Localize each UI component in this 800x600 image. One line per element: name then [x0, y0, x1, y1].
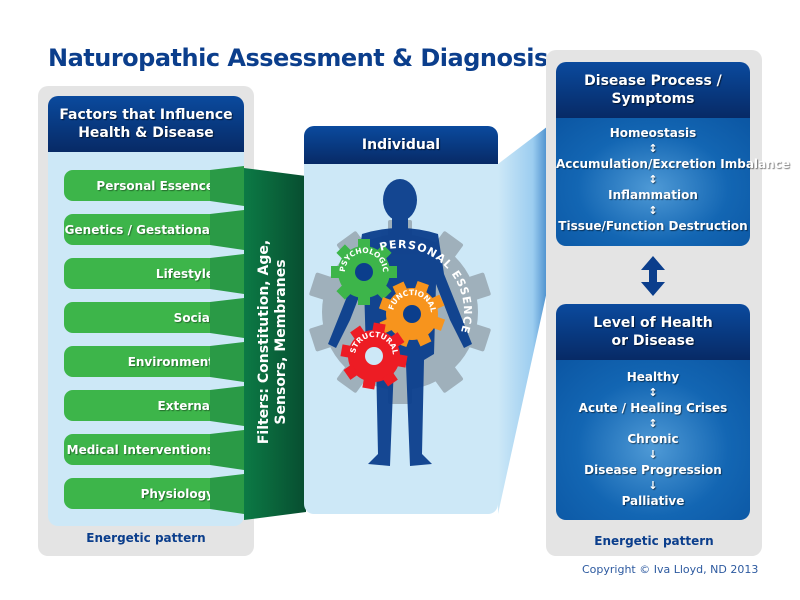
factor-connector: [210, 430, 244, 470]
filters-label: Filters: Constitution, Age, Sensors, Mem…: [246, 172, 300, 512]
health-level-header: Level of Health or Disease: [556, 304, 750, 360]
stage-label: Palliative: [621, 494, 685, 508]
health-level-body: Healthy ↕ Acute / Healing Crises ↕ Chronic ↓ D…: [556, 360, 750, 520]
factor-connector: [210, 254, 244, 294]
structural-gear: [340, 322, 408, 390]
factor-label: Environment: [127, 354, 214, 369]
filters-band: [244, 168, 306, 520]
filters-line-1: Filters: Constitution, Age,: [256, 239, 272, 445]
human-figure-icon: [328, 179, 472, 466]
down-arrow-icon: ↓: [648, 479, 658, 492]
factor-label: Physiology: [140, 486, 214, 501]
up-down-arrow-icon: ↕: [648, 173, 658, 186]
individual-header-label: Individual: [361, 137, 441, 153]
stage-label: Homeostasis: [609, 126, 697, 140]
factors-header-line-1: Factors that Influence: [59, 107, 233, 123]
right-energetic-pattern: Energetic pattern: [594, 534, 714, 548]
factor-connector: [210, 298, 244, 338]
up-down-arrow-icon: ↕: [648, 204, 658, 217]
stage-label: Tissue/Function Destruction: [558, 219, 748, 233]
svg-text:PSYCHOLOGICAL: PSYCHOLOGICAL: [304, 164, 390, 273]
factor-connector: [210, 386, 244, 426]
factor-connector: [210, 166, 244, 206]
individual-panel-header: Individual: [304, 126, 498, 164]
disease-process-body: Homeostasis ↕ Accumulation/Excretion Imbal…: [556, 118, 790, 246]
stage-label: Disease Progression: [584, 463, 722, 477]
psychological-gear: [331, 239, 397, 305]
factor-label: Personal Essence: [96, 178, 214, 193]
disease-header-line-1: Disease Process /: [584, 73, 722, 89]
down-arrow-icon: ↓: [648, 448, 658, 461]
factors-panel-header: Factors that Influence Health & Disease: [48, 96, 244, 152]
stage-label: Inflammation: [608, 188, 698, 202]
disease-process-header: Disease Process / Symptoms: [556, 62, 750, 118]
health-header-line-1: Level of Health: [593, 315, 713, 331]
individual-illustration: PERSONAL ESSENCE PSYCHOLOGICAL FUNCTIONA…: [304, 164, 491, 466]
factor-connector: [210, 210, 244, 250]
stage-label: Healthy: [626, 370, 680, 384]
health-header-line-2: or Disease: [611, 333, 695, 349]
page-title: Naturopathic Assessment & Diagnosis: [48, 44, 548, 72]
disease-header-line-2: Symptoms: [611, 91, 695, 107]
psychological-label: PSYCHOLOGICAL: [304, 164, 390, 273]
up-down-arrow-icon: ↕: [648, 386, 658, 399]
factor-label: Genetics / Gestational: [64, 222, 214, 237]
factors-header-line-2: Health & Disease: [78, 125, 214, 141]
stage-label: Acute / Healing Crises: [578, 401, 728, 415]
copyright-notice: Copyright © Iva Lloyd, ND 2013: [582, 563, 759, 576]
left-energetic-pattern: Energetic pattern: [86, 531, 206, 545]
factor-label: Medical Interventions: [66, 442, 214, 457]
factor-connector: [210, 474, 244, 514]
bidirectional-arrow-icon: [641, 256, 665, 296]
projection-wedge: [498, 120, 556, 514]
up-down-arrow-icon: ↕: [648, 417, 658, 430]
factor-label: Social: [173, 310, 214, 325]
factor-label: Lifestyle: [155, 266, 214, 281]
filters-line-2: Sensors, Membranes: [273, 259, 289, 425]
stage-label: Accumulation/Excretion Imbalance: [556, 157, 790, 171]
up-down-arrow-icon: ↕: [648, 142, 658, 155]
factor-connector: [210, 342, 244, 382]
factor-label: External: [157, 398, 214, 413]
stage-label: Chronic: [627, 432, 679, 446]
functional-gear: [378, 280, 446, 348]
